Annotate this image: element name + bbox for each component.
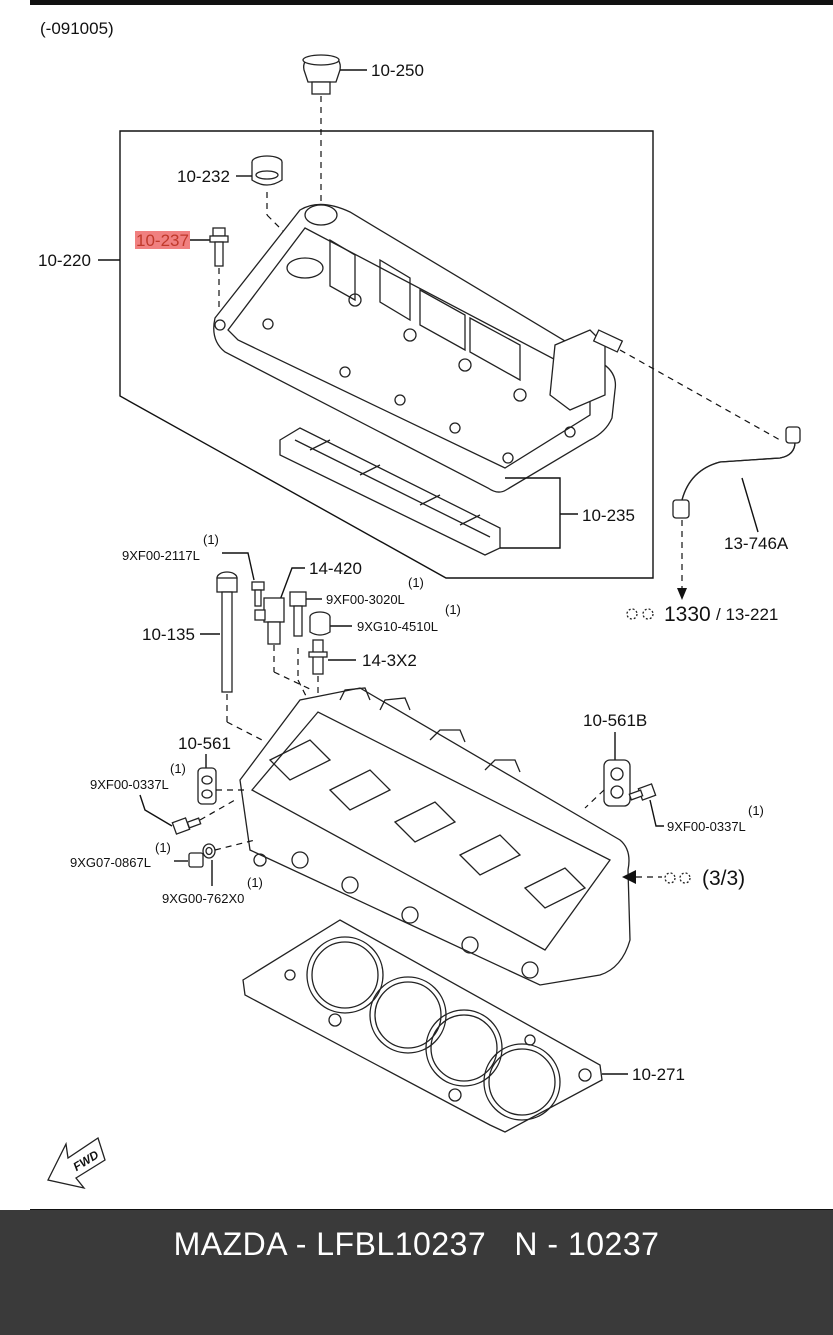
callout-ref-part: / 13-221 [716, 605, 778, 624]
qty-9xf00-0337l-left: (1) [170, 761, 186, 776]
bolt-9xf00-0337l-left-part [171, 817, 202, 835]
callout-9xf00-0337l-right: 9XF00-0337L [667, 819, 746, 834]
callout-vent-hose: 13-746A [724, 534, 789, 553]
qty-9xf00-3020l: (1) [408, 575, 424, 590]
qty-9xg10-4510l: (1) [445, 602, 461, 617]
callout-9xg07-0867l: 9XG07-0867L [70, 855, 151, 870]
sensor-14-420-part [254, 597, 285, 645]
callout-9xg00-762x0: 9XG00-762X0 [162, 891, 244, 906]
top-border [30, 0, 833, 5]
head-gasket-part [242, 919, 603, 1133]
exploded-parts-diagram: (-091005) 10-250 10-232 10-237 10-220 [30, 0, 833, 1190]
bolt-9xf00-2117l-part [251, 581, 265, 607]
callout-9xf00-2117l: 9XF00-2117L [122, 548, 200, 563]
cylinder-head-part [239, 687, 631, 986]
highlight-box [135, 231, 190, 249]
seal-9xg10-4510l-part [309, 611, 331, 636]
qty-9xf00-0337l-right: (1) [748, 803, 764, 818]
plug-seal-part [251, 155, 283, 186]
callout-head-gasket: 10-271 [632, 1065, 685, 1084]
footer-bar [0, 1210, 833, 1335]
gasket-10-561-part [197, 767, 217, 805]
head-bolt-10-135-part [216, 571, 238, 693]
callout-9xf00-0337l-left: 9XF00-0337L [90, 777, 169, 792]
callout-cover-gasket: 10-235 [582, 506, 635, 525]
callout-head-bolt: 10-135 [142, 625, 195, 644]
gasket-10-561b-part [603, 759, 631, 807]
callout-sensor-14-420: 14-420 [309, 559, 362, 578]
callout-bolt-highlighted: 10-237 [136, 231, 189, 250]
callout-plug-seal: 10-232 [177, 167, 230, 186]
part-number-caption: MAZDA - LFBL10237 N - 10237 [173, 1226, 660, 1262]
callout-stud-14-3x2: 14-3X2 [362, 651, 417, 670]
qty-9xf00-2117l: (1) [203, 532, 219, 547]
callout-ref-group: 1330 [664, 603, 711, 626]
bolt-10-237-part [209, 227, 229, 267]
callout-head-cover: 10-220 [38, 251, 91, 270]
oil-cap-part [302, 54, 341, 95]
callout-ref-sheet: (3/3) [702, 867, 745, 890]
cylinder-head-cover-part [213, 203, 624, 493]
stud-14-3x2-part [308, 639, 328, 675]
plug-9xg07-0867l-part [188, 852, 204, 868]
washer-9xg00-762x0-part [202, 843, 216, 859]
cover-group-frame [119, 130, 654, 579]
bolt-9xf00-0337l-right-part [628, 783, 657, 801]
serial-range-label: (-091005) [40, 19, 114, 38]
bolt-9xf00-3020l-part [289, 591, 307, 637]
ventilation-hose-part [672, 426, 801, 519]
callout-oil-cap: 10-250 [371, 61, 424, 80]
callout-9xf00-3020l: 9XF00-3020L [326, 592, 405, 607]
callout-9xg10-4510l: 9XG10-4510L [357, 619, 438, 634]
callout-gasket-10-561: 10-561 [178, 734, 231, 753]
qty-9xg07-0867l: (1) [155, 840, 171, 855]
callout-gasket-10-561b: 10-561B [583, 711, 647, 730]
fwd-arrow-icon: FWD [47, 1136, 106, 1190]
qty-9xg00-762x0: (1) [247, 875, 263, 890]
